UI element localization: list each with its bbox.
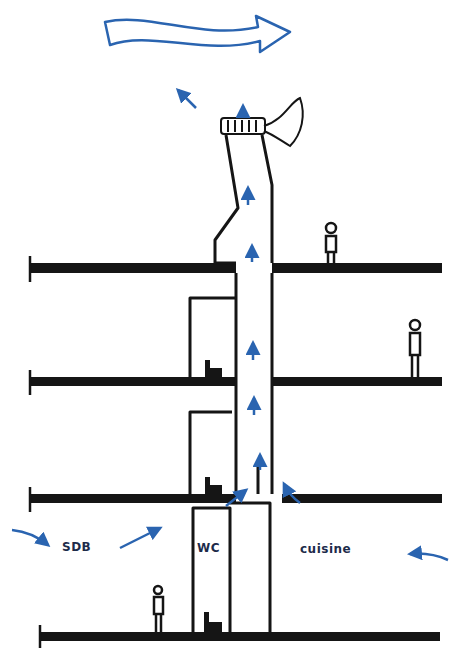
air-arrow [242, 106, 245, 118]
room-label: WC [197, 541, 220, 555]
floor-slab [30, 263, 236, 273]
floor-slab [30, 494, 236, 503]
slab-end [29, 370, 32, 395]
slab-end [29, 256, 32, 282]
person-head [410, 320, 420, 330]
air-arrow [410, 554, 448, 560]
air-arrow [284, 484, 300, 503]
air-arrow [226, 490, 246, 506]
cowl-body [221, 118, 265, 134]
wind-vane [264, 98, 303, 146]
person-head [154, 586, 162, 594]
floor-slab [272, 263, 442, 273]
room-label: cuisine [300, 542, 351, 556]
person-body [326, 236, 336, 252]
cowl-slat [241, 120, 243, 132]
slab-end [29, 487, 32, 512]
chimney-wall [215, 135, 238, 263]
person-legs [412, 355, 418, 377]
air-arrow [252, 343, 255, 360]
cowl-slat [248, 120, 250, 132]
air-flow [12, 90, 448, 560]
person-head [326, 223, 336, 233]
bathroom-wall [190, 298, 236, 377]
bathroom-wall [190, 412, 232, 494]
shaft-wall [271, 273, 274, 494]
toilet-symbol [205, 477, 222, 494]
cowl-slat [234, 120, 236, 132]
walls [190, 135, 272, 632]
chimney-wall [262, 135, 272, 263]
air-arrow [251, 246, 254, 262]
floor-slab [30, 377, 236, 386]
air-arrow [259, 455, 262, 470]
technical-wall [230, 503, 270, 632]
air-arrow [120, 528, 160, 548]
floor-slab [272, 377, 442, 386]
cowl [221, 98, 303, 146]
slab-end [39, 625, 42, 648]
air-arrow [178, 90, 196, 108]
person-body [410, 333, 420, 355]
person-body [154, 597, 163, 614]
toilets [204, 360, 222, 632]
air-arrow [247, 188, 250, 205]
cowl-slat [227, 120, 229, 132]
shaft-wall [235, 273, 238, 494]
person-legs [328, 252, 334, 263]
toilet-symbol [204, 612, 222, 632]
slab-ends [30, 256, 40, 648]
wind-arrow [105, 16, 290, 52]
air-arrow [12, 530, 48, 545]
floor-slabs [30, 263, 442, 641]
toilet-symbol [205, 360, 222, 377]
person-legs [156, 614, 161, 632]
room-label: SDB [62, 540, 91, 554]
wc-wall [193, 508, 230, 632]
floor-slab [40, 632, 440, 641]
cowl-slat [255, 120, 257, 132]
air-arrow [253, 398, 256, 415]
people [154, 223, 420, 632]
floor-slab [282, 494, 442, 503]
